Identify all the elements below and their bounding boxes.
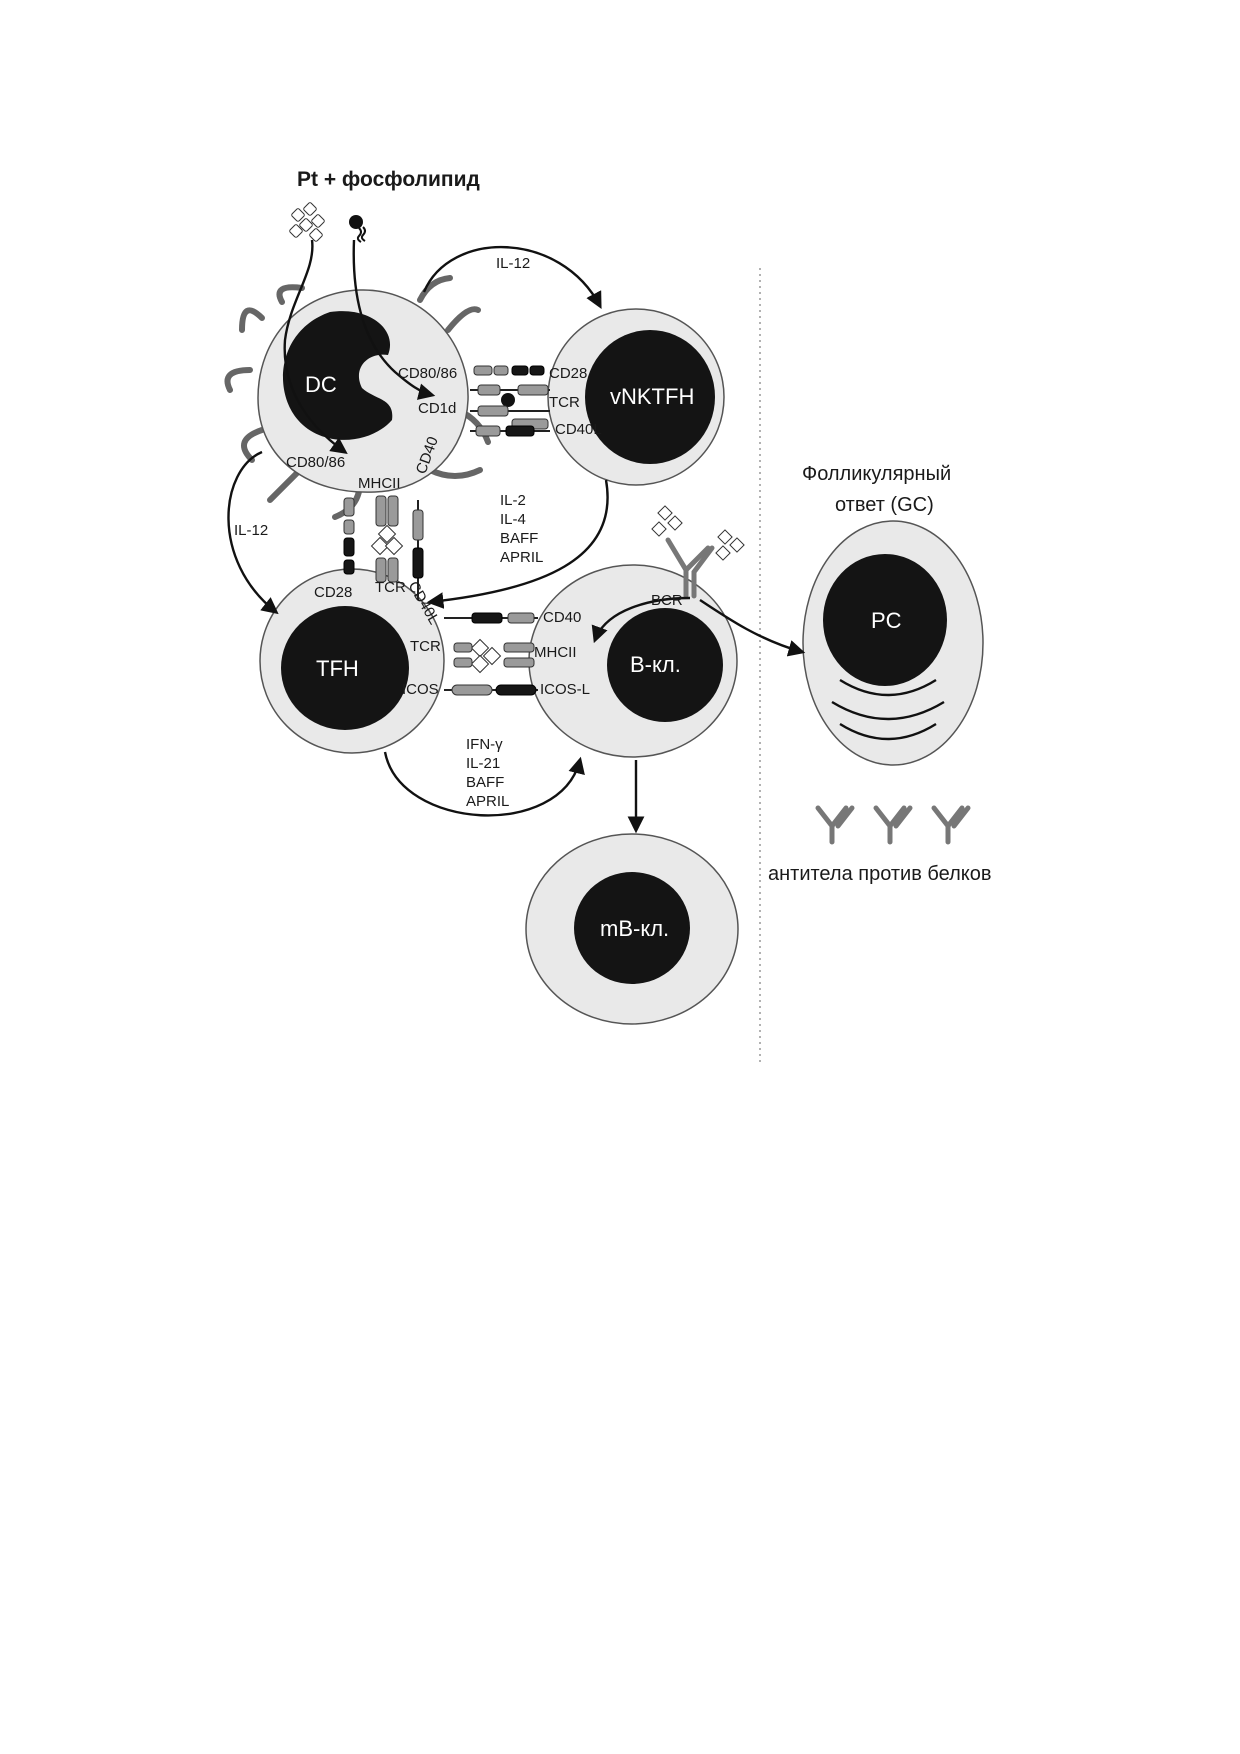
b-cd40-label: CD40 (543, 609, 581, 626)
tfh-tcr-top-label: TCR (375, 579, 406, 596)
b-mhcii-label: MHCII (534, 644, 577, 661)
dc-cd8086-bottom-label: CD80/86 (286, 454, 345, 471)
gc-heading-line1: Фолликулярный (802, 463, 951, 485)
b-icosl-label: ICOS-L (540, 681, 590, 698)
b-cell: B-кл. (528, 564, 738, 758)
er-lines (831, 678, 945, 741)
dc-mhcii-label: MHCII (358, 475, 401, 492)
dc-nkt-receptors (470, 365, 550, 437)
bcr-antibody-icon (651, 505, 745, 599)
gc-heading-line2: ответ (GC) (835, 494, 934, 516)
vnktfh-label: vNKTFH (610, 384, 694, 409)
il12-left-label: IL-12 (234, 522, 268, 539)
il12-top-label: IL-12 (496, 255, 530, 272)
nkt-cd40l-label: CD40L (555, 421, 602, 438)
cytokine-item: IL-2 (500, 492, 526, 509)
tfh-icos-label: ICOS (402, 681, 439, 698)
b-cell-nucleus (607, 608, 723, 722)
antibody-icon (815, 805, 855, 845)
antibody-icon (931, 805, 971, 845)
plasma-cell-label: PC (871, 608, 902, 633)
dc-cell: DC (224, 275, 491, 520)
dc-cd8086-top-label: CD80/86 (398, 365, 457, 382)
plasma-cell: PC (802, 520, 984, 766)
nkt-tcr-label: TCR (549, 394, 580, 411)
tfh-b-receptors (444, 612, 538, 696)
protein-antigen-icon (289, 202, 325, 242)
cytokine-item: BAFF (500, 530, 538, 547)
arrows (227, 239, 806, 834)
mb-cell: mB-кл. (525, 833, 739, 1025)
antibody-icons (815, 805, 971, 845)
nkt-cd28-label: CD28 (549, 365, 587, 382)
tfh-nucleus (281, 606, 409, 730)
cytokine-item: IFN-γ (466, 736, 503, 753)
cytokine-item: BAFF (466, 774, 504, 791)
dc-tfh-receptors (343, 495, 424, 600)
cytokine-item: IL-4 (500, 511, 526, 528)
dc-label: DC (305, 372, 337, 397)
tfh-label: TFH (316, 656, 359, 681)
tfh-tcr-label: TCR (410, 638, 441, 655)
vnktfh-nucleus (585, 330, 715, 464)
antibodies-caption: антитела против белков (768, 863, 991, 885)
dc-cd1d-label: CD1d (418, 400, 456, 417)
phospholipid-icon (349, 215, 366, 243)
plasma-cell-nucleus (823, 554, 947, 686)
tfh-cell: TFH (259, 568, 445, 754)
dc-nucleus (282, 311, 393, 440)
diagram-title: Pt + фосфолипид (297, 168, 480, 191)
vnktfh-cell: vNKTFH (547, 308, 725, 486)
tfh-cd28-label: CD28 (314, 584, 352, 601)
mb-cell-label: mB-кл. (600, 916, 669, 941)
b-cell-label: B-кл. (630, 652, 681, 677)
b-bcr-label: BCR (651, 592, 683, 609)
nkt-to-tfh-cytokines: IL-2 IL-4 BAFF APRIL (500, 492, 543, 566)
antibody-icon (873, 805, 913, 845)
tfh-to-b-cytokines: IFN-γ IL-21 BAFF APRIL (466, 736, 509, 810)
cytokine-item: APRIL (500, 549, 543, 566)
cytokine-item: IL-21 (466, 755, 500, 772)
mb-cell-nucleus (574, 872, 690, 984)
cytokine-item: APRIL (466, 793, 509, 810)
